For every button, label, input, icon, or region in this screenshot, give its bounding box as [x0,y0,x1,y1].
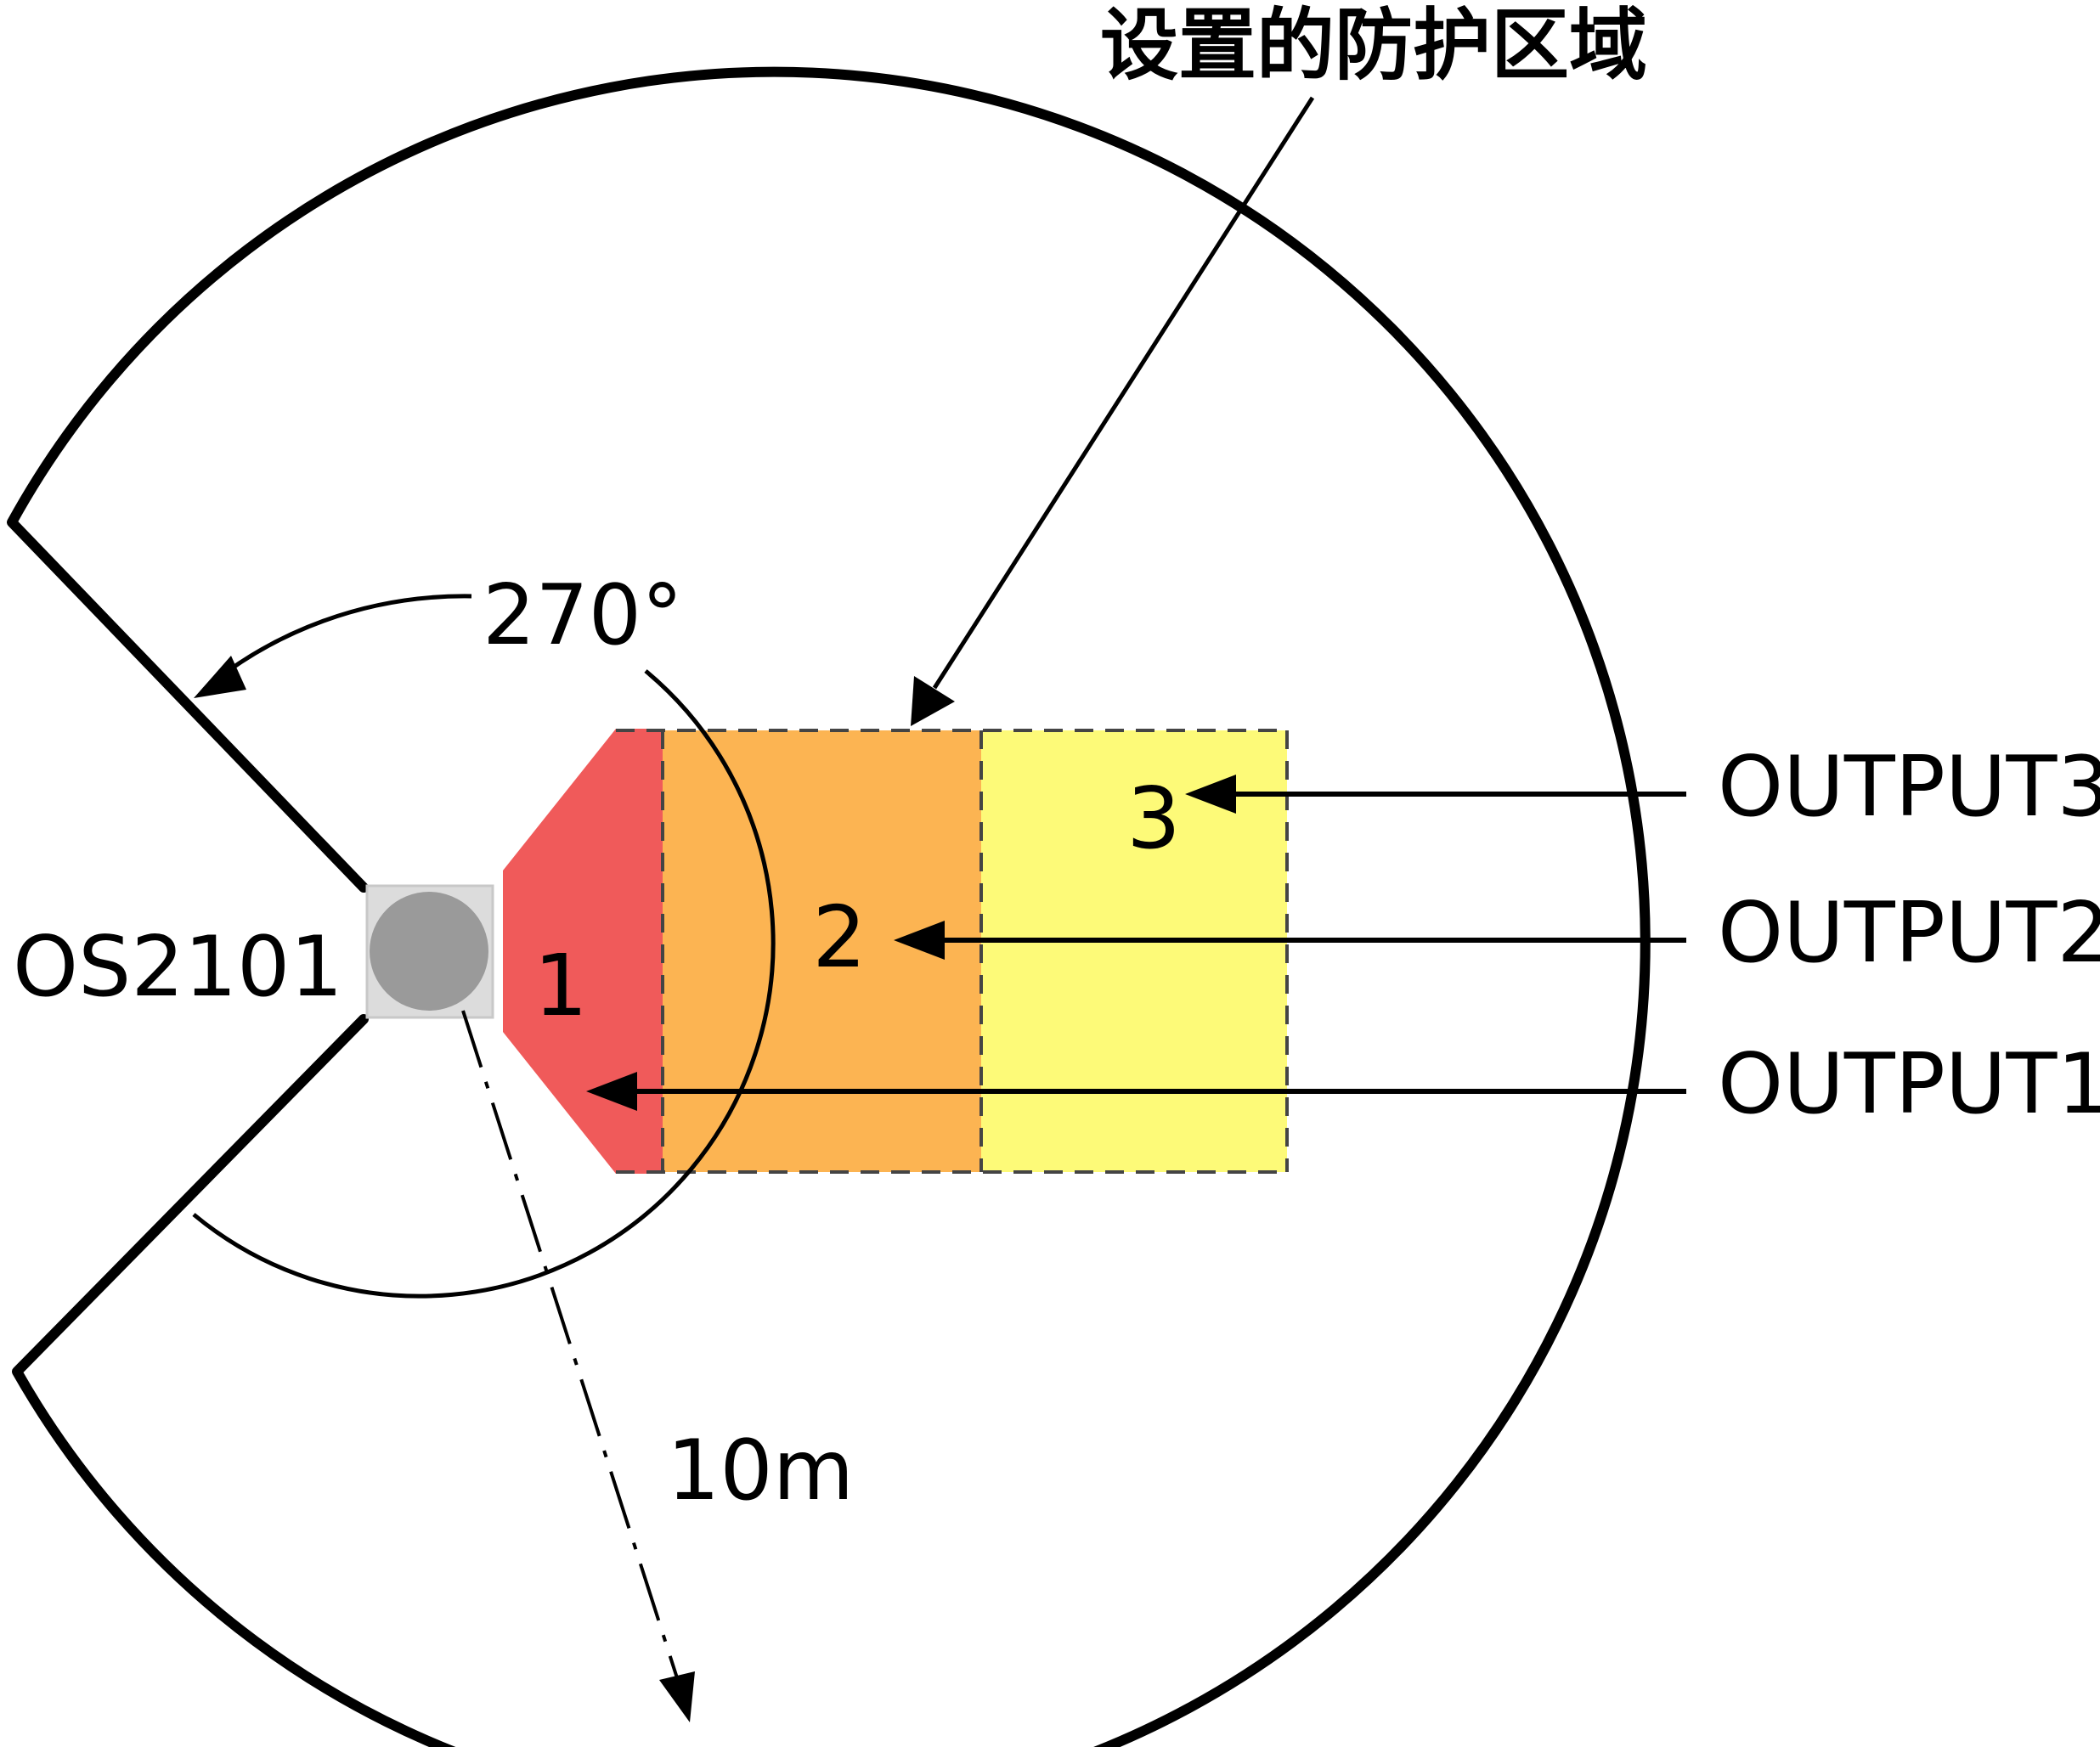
zone-1-number: 1 [533,936,588,1035]
angle-indicator-arc [202,594,472,691]
radius-label: 10m [667,1423,854,1519]
output3-label: OUTPUT3 [1718,739,2100,836]
protection-zone-title: 设置的防护区域 [1100,0,1647,91]
radius-arrowhead [659,1671,695,1722]
sensor-lens [370,892,488,1011]
output1-label: OUTPUT1 [1718,1036,2100,1133]
title-pointer-line [932,96,1315,690]
output2-label: OUTPUT2 [1718,885,2100,982]
inner-range-arc [192,669,776,1299]
zone-1-area [503,729,663,1174]
sensor-name-label: OS2101 [13,919,343,1016]
scan-range-outline [7,66,1651,1747]
scan-angle-label: 270° [483,567,683,664]
zone-2-number: 2 [812,888,867,987]
output2-arrowhead [894,921,945,960]
output3-arrowhead [1185,775,1236,814]
radius-line [461,1010,688,1708]
output1-arrowhead [586,1072,637,1111]
angle-arrowhead [194,656,246,698]
title-pointer-arrowhead [911,676,955,726]
zone-3-number: 3 [1126,769,1181,868]
